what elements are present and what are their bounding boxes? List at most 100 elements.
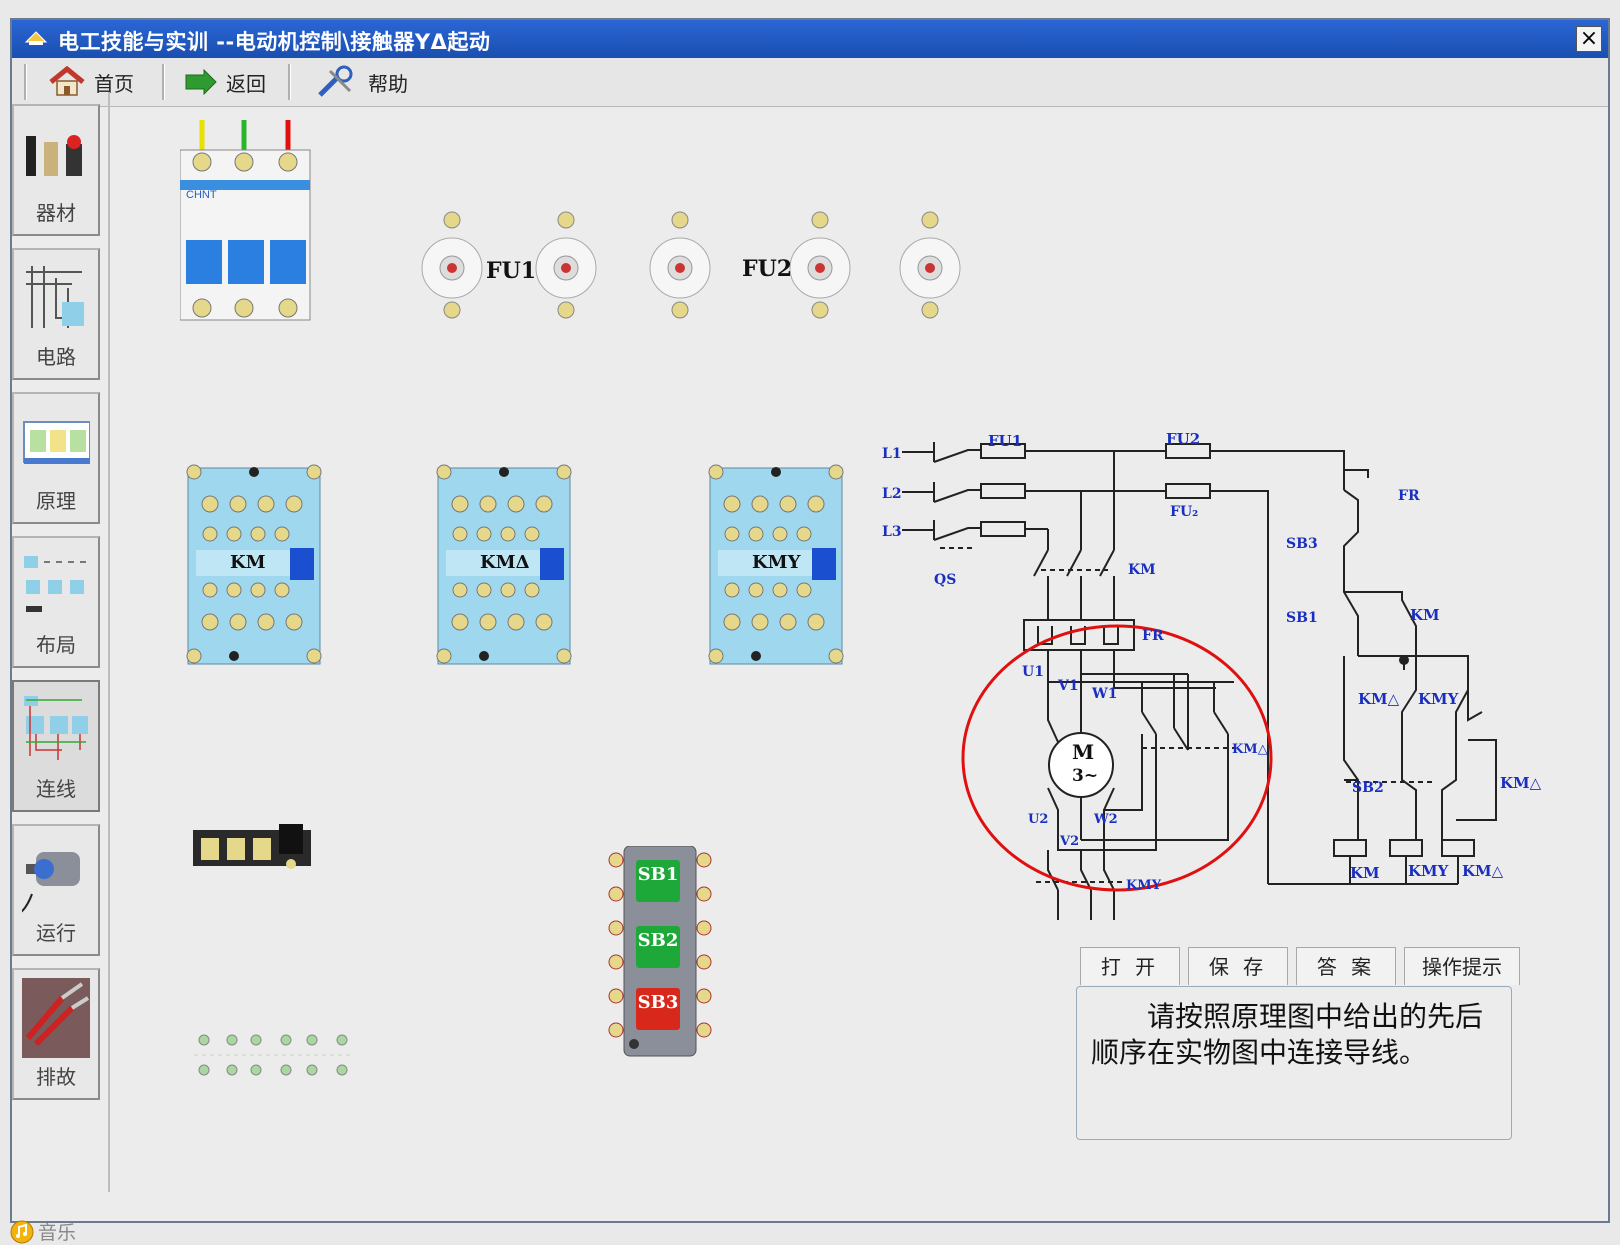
- sidebar-item-label: 连线: [36, 777, 76, 801]
- schematic-diagram: [902, 442, 1497, 920]
- troubleshoot-icon: [22, 978, 90, 1058]
- back-label: 返回: [226, 71, 266, 96]
- schematic-label: U1: [1022, 664, 1044, 680]
- schematic-label: KM△: [1500, 774, 1542, 792]
- schematic-label: KM△: [1462, 862, 1504, 880]
- wiring-icon: [24, 696, 88, 760]
- svg-text:CHNT: CHNT: [186, 189, 217, 201]
- schematic-label: KM: [1128, 562, 1156, 578]
- sb2-button[interactable]: SB2: [636, 926, 680, 968]
- home-button[interactable]: 首页: [48, 64, 134, 100]
- sb3-button[interactable]: SB3: [636, 988, 680, 1030]
- sidebar-item-label: 排故: [36, 1065, 76, 1089]
- fuse-holder[interactable]: [531, 210, 601, 320]
- schematic-label: FU2: [1166, 430, 1201, 448]
- schematic-label: V1: [1058, 678, 1079, 694]
- save-button[interactable]: 保 存: [1188, 947, 1288, 985]
- sidebar-item-layout[interactable]: 布局: [12, 536, 100, 668]
- schematic-label: W2: [1094, 812, 1118, 827]
- back-arrow-icon: [185, 69, 217, 95]
- schematic-label: KM: [1410, 606, 1440, 624]
- contactor-body: [708, 464, 844, 665]
- principle-icon: [23, 421, 90, 464]
- equipment-icon: [26, 135, 82, 176]
- schematic-label: U2: [1028, 812, 1049, 827]
- toolbar-separator: [24, 64, 27, 100]
- open-button[interactable]: 打 开: [1080, 947, 1180, 985]
- sidebar-item-label: 器材: [36, 201, 76, 225]
- toolbar: 首页 返回 帮助: [12, 58, 1608, 107]
- help-icon: [318, 65, 353, 97]
- schematic-label: KMY: [1418, 690, 1459, 708]
- sidebar-item-label: 运行: [36, 921, 76, 945]
- schematic-label: FU1: [988, 432, 1023, 450]
- toolbar-separator: [288, 64, 291, 100]
- schematic-label: W1: [1092, 686, 1118, 702]
- layout-icon: [24, 556, 86, 612]
- schematic-label: KMY: [1126, 878, 1161, 893]
- sidebar: 器材 电路 原理 布局: [4, 92, 104, 1244]
- fuse-holder[interactable]: [645, 210, 715, 320]
- music-label: 音乐: [38, 1222, 77, 1244]
- home-icon: [49, 66, 85, 96]
- schematic-label: KM△: [1232, 742, 1268, 757]
- sidebar-item-wiring[interactable]: 连线: [12, 680, 100, 812]
- contactor-label: KMΔ: [480, 552, 530, 573]
- help-label: 帮助: [368, 71, 408, 96]
- schematic-label: L3: [882, 524, 902, 540]
- title-bar: 电工技能与实训 --电动机控制\接触器YΔ起动 ×: [12, 20, 1608, 58]
- contactor-kmy[interactable]: KMY: [708, 460, 848, 670]
- contactor-body: [186, 464, 322, 665]
- circuit-icon: [26, 266, 84, 328]
- back-button[interactable]: 返回: [184, 64, 266, 100]
- sb1-button[interactable]: SB1: [636, 860, 680, 902]
- sidebar-item-equipment[interactable]: 器材: [12, 104, 100, 236]
- sidebar-item-circuit[interactable]: 电路: [12, 248, 100, 380]
- action-tabs: 打 开 保 存 答 案 操作提示: [1080, 947, 1520, 985]
- terminal-block[interactable]: [194, 1030, 354, 1082]
- schematic-label: SB1: [1286, 610, 1318, 626]
- window-title: 电工技能与实训 --电动机控制\接触器YΔ起动: [58, 30, 491, 54]
- fuse-holder[interactable]: [417, 210, 487, 320]
- hint-button[interactable]: 操作提示: [1404, 947, 1520, 985]
- circuit-breaker[interactable]: CHNT: [180, 120, 314, 326]
- schematic-label: L1: [882, 446, 902, 462]
- thermal-relay[interactable]: [193, 820, 315, 880]
- contactor-label: KMY: [752, 552, 801, 573]
- answer-button[interactable]: 答 案: [1296, 947, 1396, 985]
- schematic-label: QS: [934, 572, 957, 588]
- sidebar-item-principle[interactable]: 原理: [12, 392, 100, 524]
- sidebar-item-label: 电路: [36, 345, 76, 369]
- pushbutton-station: SB1 SB2 SB3: [608, 846, 720, 1060]
- workspace: [108, 92, 1598, 1192]
- contactor-km-delta[interactable]: KMΔ: [436, 460, 576, 670]
- schematic-label: L2: [882, 486, 902, 502]
- schematic-label: FR: [1142, 628, 1164, 644]
- schematic-label: FU₂: [1170, 504, 1199, 520]
- schematic-label: KMY: [1408, 862, 1449, 880]
- hint-text: 请按照原理图中给出的先后顺序在实物图中连接导线。: [1076, 986, 1512, 1140]
- fuse-holder[interactable]: [785, 210, 855, 320]
- music-note-icon: [10, 1220, 34, 1243]
- schematic-label: KM: [1350, 864, 1380, 882]
- fuse-holder[interactable]: [895, 210, 965, 320]
- contactor-label: KM: [230, 552, 266, 573]
- home-label: 首页: [94, 71, 134, 96]
- toolbar-separator: [162, 64, 165, 100]
- sidebar-item-run[interactable]: 运行: [12, 824, 100, 956]
- schematic-label: SB3: [1286, 536, 1318, 552]
- music-toggle[interactable]: 音乐: [10, 1218, 76, 1245]
- motor-icon: [22, 852, 80, 913]
- schematic-label: KM△: [1358, 690, 1400, 708]
- help-button[interactable]: 帮助: [316, 64, 408, 100]
- schematic-label: FR: [1398, 488, 1420, 504]
- schematic-label: 3~: [1072, 766, 1099, 786]
- schematic-label: M: [1072, 740, 1095, 764]
- fu1-label: FU1: [486, 258, 537, 284]
- close-button[interactable]: ×: [1576, 26, 1602, 52]
- contactor-km[interactable]: KM: [186, 460, 326, 670]
- sidebar-item-troubleshoot[interactable]: 排故: [12, 968, 100, 1100]
- sidebar-item-label: 原理: [36, 489, 76, 513]
- sidebar-item-label: 布局: [36, 633, 76, 657]
- schematic-label: SB2: [1352, 780, 1384, 796]
